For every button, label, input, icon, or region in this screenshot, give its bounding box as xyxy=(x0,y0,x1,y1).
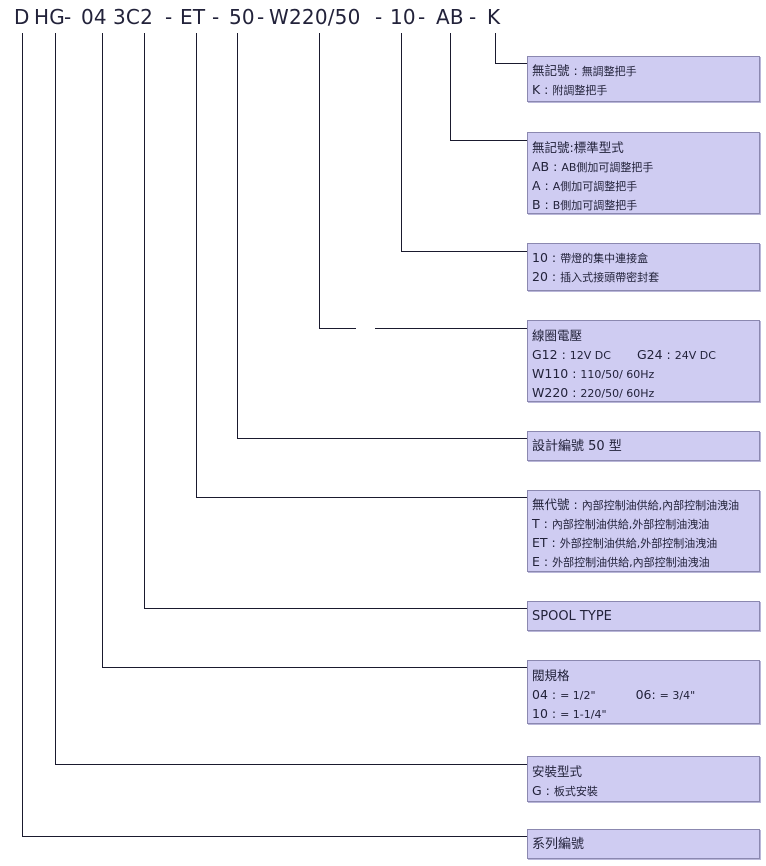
option-code: K xyxy=(532,82,541,97)
box-connector: 10 : 帶燈的集中連接盒 20 : 插入式接頭帶密封套 xyxy=(527,243,760,291)
option-desc: 內部控制油供給,內部控制油洩油 xyxy=(581,499,740,512)
box-handle: 無記號 : 無調整把手 K : 附調整把手 xyxy=(527,56,760,102)
option-desc: 插入式接頭帶密封套 xyxy=(560,271,660,284)
leader-line-size xyxy=(102,33,527,668)
option-desc: A側加可調整把手 xyxy=(552,180,638,193)
option-desc: 內部控制油供給,外部控制油洩油 xyxy=(551,518,710,531)
option-code: 06 xyxy=(635,687,652,702)
option-code: E xyxy=(532,554,540,569)
box-heading: 線圈電壓 xyxy=(532,328,583,343)
code-seg-spool: 3C2 xyxy=(113,5,154,29)
option-code: 04 xyxy=(532,687,548,702)
code-seg-mount: HG xyxy=(34,5,65,29)
leader-line-connector xyxy=(401,33,527,252)
box-heading: 閥規格 xyxy=(532,668,570,683)
option-code: 20 xyxy=(532,269,548,284)
option-desc: 外部控制油供給,內部控制油洩油 xyxy=(552,556,710,569)
option-code: 無記號 xyxy=(532,63,570,78)
model-code: D HG - 04 3C2 - ET - 50 - W220/50 - 10 -… xyxy=(0,0,766,34)
option-code: B xyxy=(532,197,541,212)
leader-line-mount xyxy=(55,33,527,765)
box-pilot: 無代號 : 內部控制油供給,內部控制油洩油 T : 內部控制油供給,外部控制油洩… xyxy=(527,490,760,572)
code-sep: - xyxy=(64,5,72,29)
code-seg-handle: K xyxy=(487,5,501,29)
option-desc: = 3/4" xyxy=(659,689,696,702)
option-desc: 220/50/ 60Hz xyxy=(580,387,655,400)
option-desc: 板式安裝 xyxy=(553,785,598,798)
box-size: 閥規格 04 : = 1/2"06: = 3/4" 10 : = 1-1/4" xyxy=(527,660,760,724)
option-code: AB xyxy=(532,159,550,174)
code-seg-connector: 10 xyxy=(390,5,416,29)
option-code: ET xyxy=(532,535,548,550)
box-label: SPOOL TYPE xyxy=(532,609,612,624)
option-desc: 附調整把手 xyxy=(552,84,608,97)
code-sep: - xyxy=(212,5,220,29)
option-desc: = 1/2" xyxy=(560,689,596,702)
option-code: 10 xyxy=(532,706,548,721)
option-desc: B側加可調整把手 xyxy=(552,199,638,212)
box-design: 設計編號 50 型 xyxy=(527,431,760,461)
option-code: G12 xyxy=(532,347,558,362)
option-code: W110 xyxy=(532,366,569,381)
code-sep: - xyxy=(418,5,426,29)
option-code: 無代號 xyxy=(532,497,570,512)
box-heading: 無記號:標準型式 xyxy=(532,140,624,155)
option-code: G24 xyxy=(636,347,663,362)
option-code: W220 xyxy=(532,385,569,400)
box-label: 系列編號 xyxy=(532,837,585,852)
box-heading: 安裝型式 xyxy=(532,764,583,779)
option-desc: 24V DC xyxy=(674,349,716,362)
option-desc: 無調整把手 xyxy=(581,65,637,78)
leader-line-spool xyxy=(144,33,527,609)
option-code: T xyxy=(532,516,540,531)
option-code: 10 xyxy=(532,250,548,265)
box-mount: 安裝型式 G : 板式安裝 xyxy=(527,756,760,802)
leader-line-series xyxy=(22,33,527,837)
code-seg-series: D xyxy=(14,5,30,29)
code-seg-size: 04 xyxy=(81,5,107,29)
leader-line-design xyxy=(237,33,527,439)
code-sep: - xyxy=(375,5,383,29)
box-label: 設計編號 50 型 xyxy=(532,439,622,454)
option-desc: = 1-1/4" xyxy=(560,708,607,721)
box-series: 系列編號 xyxy=(527,829,760,859)
option-desc: AB側加可調整把手 xyxy=(561,161,654,174)
leader-line-pilot xyxy=(196,33,527,498)
code-sep: - xyxy=(165,5,173,29)
code-sep: - xyxy=(469,5,477,29)
leader-line-handle xyxy=(495,33,527,64)
option-desc: 110/50/ 60Hz xyxy=(580,368,655,381)
option-code: G xyxy=(532,783,542,798)
box-adjust: 無記號:標準型式 AB : AB側加可調整把手 A : A側加可調整把手 B :… xyxy=(527,132,760,214)
option-desc: 12V DC xyxy=(569,349,611,362)
option-code: A xyxy=(532,178,541,193)
code-seg-pilot: ET xyxy=(180,5,206,29)
code-seg-design: 50 xyxy=(229,5,255,29)
option-desc: 帶燈的集中連接盒 xyxy=(560,252,649,265)
code-sep: - xyxy=(257,5,265,29)
option-desc: 外部控制油供給,外部控制油洩油 xyxy=(559,537,718,550)
leader-line-adjust xyxy=(450,33,527,141)
leader-line-voltage xyxy=(319,33,356,329)
code-seg-voltage: W220/50 xyxy=(269,5,361,29)
code-seg-adjust: AB xyxy=(436,5,464,29)
box-spool: SPOOL TYPE xyxy=(527,601,760,631)
